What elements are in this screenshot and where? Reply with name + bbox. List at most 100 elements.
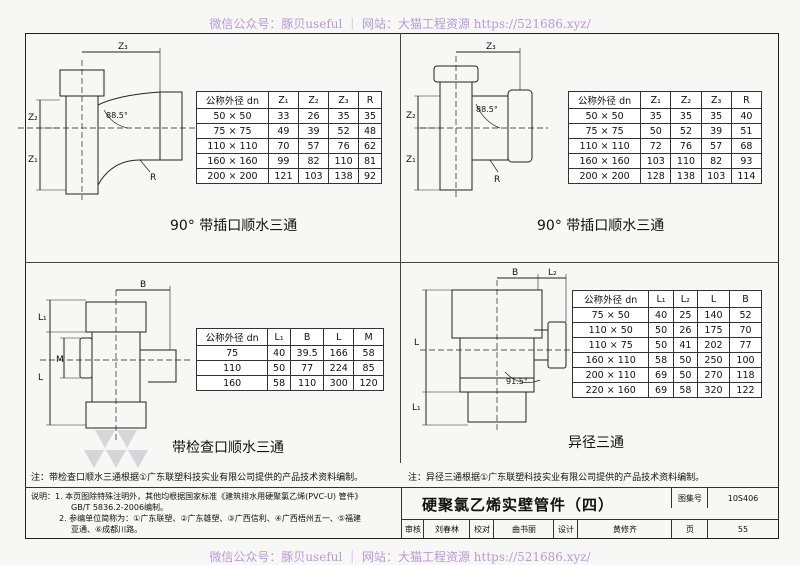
table-cell: 200 × 110 (571, 367, 650, 383)
table-cell: 50 × 50 (567, 108, 642, 124)
tl-label-r: R (150, 173, 156, 183)
table-cell: 224 (323, 360, 355, 376)
table-cell: 50 (267, 360, 291, 376)
table-cell: 160 × 160 (567, 153, 642, 169)
table-cell: 110 (670, 153, 702, 169)
br-label-angle: 91.5° (506, 377, 528, 386)
tl-title: 90° 带插口顺水三通 (170, 218, 298, 234)
bl-label-l1: L₁ (38, 313, 47, 323)
table-cell: 58 (648, 352, 674, 368)
bl-title: 带检查口顺水三通 (172, 440, 284, 456)
table-cell: 58 (353, 345, 384, 361)
table-cell: 75 (195, 345, 269, 361)
table-cell: 51 (730, 123, 763, 139)
table-cell: 41 (672, 337, 699, 353)
design-name: 黄修齐 (577, 519, 672, 538)
table-cell: 76 (328, 138, 360, 154)
notes-line-3: 2. 参编单位简称为：①广东联塑、②广东雄塑、③广西信利、④广西梧州五一、⑤福建 (59, 514, 362, 523)
table-header-cell: L₁ (648, 290, 674, 308)
table-cell: 48 (358, 123, 382, 139)
tr-title: 90° 带插口顺水三通 (537, 218, 665, 234)
table-cell: 250 (697, 352, 730, 368)
table-cell: 93 (730, 153, 763, 169)
table-cell: 110 (289, 375, 325, 391)
table-cell: 35 (670, 108, 702, 124)
table-cell: 103 (297, 168, 330, 184)
table-cell: 39 (700, 123, 732, 139)
table-cell: 39 (297, 123, 330, 139)
table-cell: 138 (670, 168, 702, 184)
table-cell: 103 (640, 153, 672, 169)
table-cell: 128 (640, 168, 672, 184)
page-label: 页 (671, 519, 708, 538)
br-label-b: B (512, 268, 518, 278)
table-header-cell: L (697, 290, 730, 308)
table-cell: 40 (267, 345, 291, 361)
table-cell: 62 (358, 138, 382, 154)
table-cell: 300 (323, 375, 355, 391)
table-header-cell: Z₂ (670, 91, 702, 109)
notes-line-2: GB/T 5836.2-2006编制。 (71, 503, 169, 512)
drawing-title: 硬聚氯乙烯实壁管件（四） (401, 487, 692, 520)
table-cell: 160 × 110 (571, 352, 650, 368)
table-cell: 35 (700, 108, 732, 124)
table-cell: 68 (730, 138, 763, 154)
tl-label-z3: Z₃ (118, 42, 128, 52)
table-cell: 39.5 (289, 345, 325, 361)
check-name: 曲书丽 (493, 519, 554, 538)
table-cell: 77 (289, 360, 325, 376)
tr-label-z1: Z₁ (406, 155, 416, 165)
bl-note: 注：带检查口顺水三通根据①广东联塑科技实业有限公司提供的产品技术资料编制。 (31, 473, 364, 483)
page-number: 55 (707, 519, 778, 538)
table-cell: 50 × 50 (196, 108, 269, 124)
table-cell: 72 (640, 138, 672, 154)
table-cell: 82 (700, 153, 732, 169)
table-cell: 58 (672, 382, 699, 398)
table-cell: 122 (728, 382, 763, 398)
table-cell: 70 (267, 138, 299, 154)
table-header-cell: L (323, 328, 355, 346)
table-cell: 82 (297, 153, 330, 169)
table-cell: 69 (648, 382, 674, 398)
atlas-number-label: 图集号 (671, 487, 708, 508)
tr-label-angle: 88.5° (476, 105, 498, 114)
table-cell: 99 (267, 153, 299, 169)
bl-label-l: L (38, 373, 43, 383)
general-notes: 说明：1. 本页图除特殊注明外，其他均根据国家标准《建筑排水用硬聚氯乙烯(PVC… (25, 487, 401, 538)
table-cell: 50 (648, 322, 674, 338)
design-label: 设计 (553, 519, 578, 538)
table-cell: 138 (328, 168, 360, 184)
watermark-bottom: 微信公众号：豚贝useful ｜ 网站：大猫工程资源 https://52168… (209, 550, 591, 564)
table-cell: 40 (648, 307, 674, 323)
tr-label-z2: Z₂ (406, 111, 416, 121)
table-header-cell: 公称外径 dn (196, 91, 269, 109)
table-cell: 175 (697, 322, 730, 338)
table-header-cell: M (353, 328, 384, 346)
table-cell: 110 (195, 360, 269, 376)
table-cell: 160 (195, 375, 269, 391)
table-cell: 35 (640, 108, 672, 124)
table-cell: 92 (358, 168, 382, 184)
table-cell: 33 (267, 108, 299, 124)
review-name: 刘春林 (423, 519, 470, 538)
title-block: 硬聚氯乙烯实壁管件（四） 图集号 10S406 页 55 审核 刘春林 校对 曲… (401, 487, 778, 538)
table-cell: 220 × 160 (571, 382, 650, 398)
br-note: 注：异径三通根据①广东联塑科技实业有限公司提供的产品技术资料编制。 (408, 473, 705, 483)
check-label: 校对 (469, 519, 494, 538)
tl-label-z1: Z₁ (28, 155, 38, 165)
